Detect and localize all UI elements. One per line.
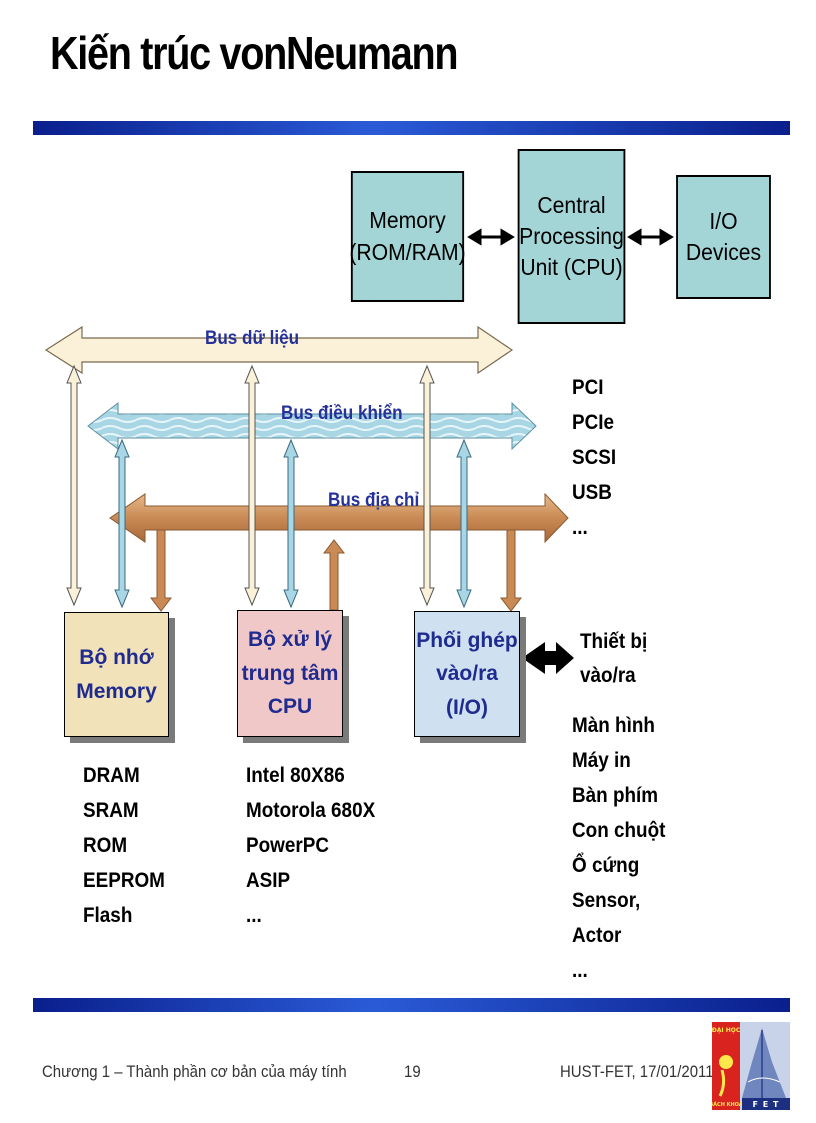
data-bus-label: Bus dữ liệu [205, 328, 300, 349]
bus-standard-item: SCSI [572, 446, 617, 469]
memory-types-list: DRAM SRAM ROM EEPROM Flash [83, 758, 165, 933]
memory-box: Memory (ROM/RAM) [349, 171, 466, 302]
bus-standard-item: PCI [572, 376, 604, 399]
cpu-type-item: Motorola 680X [246, 799, 376, 822]
memory-type-item: ROM [83, 834, 128, 857]
cpu-io-arrow [627, 228, 674, 246]
control-bus-connectors [114, 438, 472, 609]
bus-standard-item: USB [572, 481, 612, 504]
svg-text:BÁCH KHOA: BÁCH KHOA [712, 1101, 743, 1108]
university-logo: ĐẠI HỌC BÁCH KHOA F E T [709, 1022, 790, 1110]
io-device-item: Màn hình [572, 714, 655, 737]
io-device-item: Bàn phím [572, 784, 659, 807]
io-device-item: Con chuột [572, 819, 666, 842]
page-title: Kiến trúc vonNeumann [50, 27, 459, 79]
data-bus-connectors [66, 364, 435, 607]
io-device-label: Thiết bị vào/ra [580, 630, 648, 687]
control-bus-label: Bus điều khiển [281, 403, 403, 424]
memory-type-item: SRAM [83, 799, 139, 822]
cpu-type-item: Intel 80X86 [246, 764, 345, 787]
svg-text:ĐẠI HỌC: ĐẠI HỌC [712, 1027, 741, 1034]
memory-type-item: DRAM [83, 764, 140, 787]
bus-standards-list: PCI PCIe SCSI USB ... [572, 370, 616, 545]
cpu-type-item: ... [246, 904, 262, 927]
data-bus-arrow [44, 325, 514, 375]
mem-cpu-arrow [467, 228, 515, 246]
address-bus-label: Bus địa chỉ [328, 490, 420, 511]
io-device-item: Máy in [572, 749, 631, 772]
cpu-type-item: PowerPC [246, 834, 329, 857]
cpu-box: Central Processing Unit (CPU) [517, 149, 626, 324]
memory-component-box: Bộ nhớ Memory [64, 612, 169, 737]
cpu-type-item: ASIP [246, 869, 291, 892]
address-bus-arrow [109, 492, 569, 544]
cpu-types-list: Intel 80X86 Motorola 680X PowerPC ASIP .… [246, 758, 375, 933]
io-device-item: ... [572, 959, 588, 982]
io-device-item: Sensor, [572, 889, 641, 912]
cpu-component-box: Bộ xử lý trung tâm CPU [237, 610, 343, 737]
io-devices-list: Màn hình Máy in Bàn phím Con chuột Ổ cứn… [572, 708, 665, 988]
svg-text:F E T: F E T [753, 1100, 780, 1109]
memory-type-item: Flash [83, 904, 133, 927]
io-device-item: Actor [572, 924, 622, 947]
footer-band [33, 998, 790, 1012]
header-band [33, 121, 790, 135]
memory-type-item: EEPROM [83, 869, 165, 892]
io-devices-box: I/O Devices [676, 175, 771, 299]
bus-standard-item: PCIe [572, 411, 615, 434]
io-device-item: Ổ cứng [572, 854, 640, 877]
address-bus-drops [149, 529, 523, 612]
footer-page-number: 19 [404, 1062, 421, 1081]
footer-chapter: Chương 1 – Thành phần cơ bản của máy tín… [42, 1062, 347, 1081]
footer-date: HUST-FET, 17/01/2011 [560, 1062, 714, 1081]
io-device-arrow [522, 642, 574, 674]
io-component-box: Phối ghép vào/ra (I/O) [414, 611, 520, 737]
bus-standard-item: ... [572, 516, 588, 539]
